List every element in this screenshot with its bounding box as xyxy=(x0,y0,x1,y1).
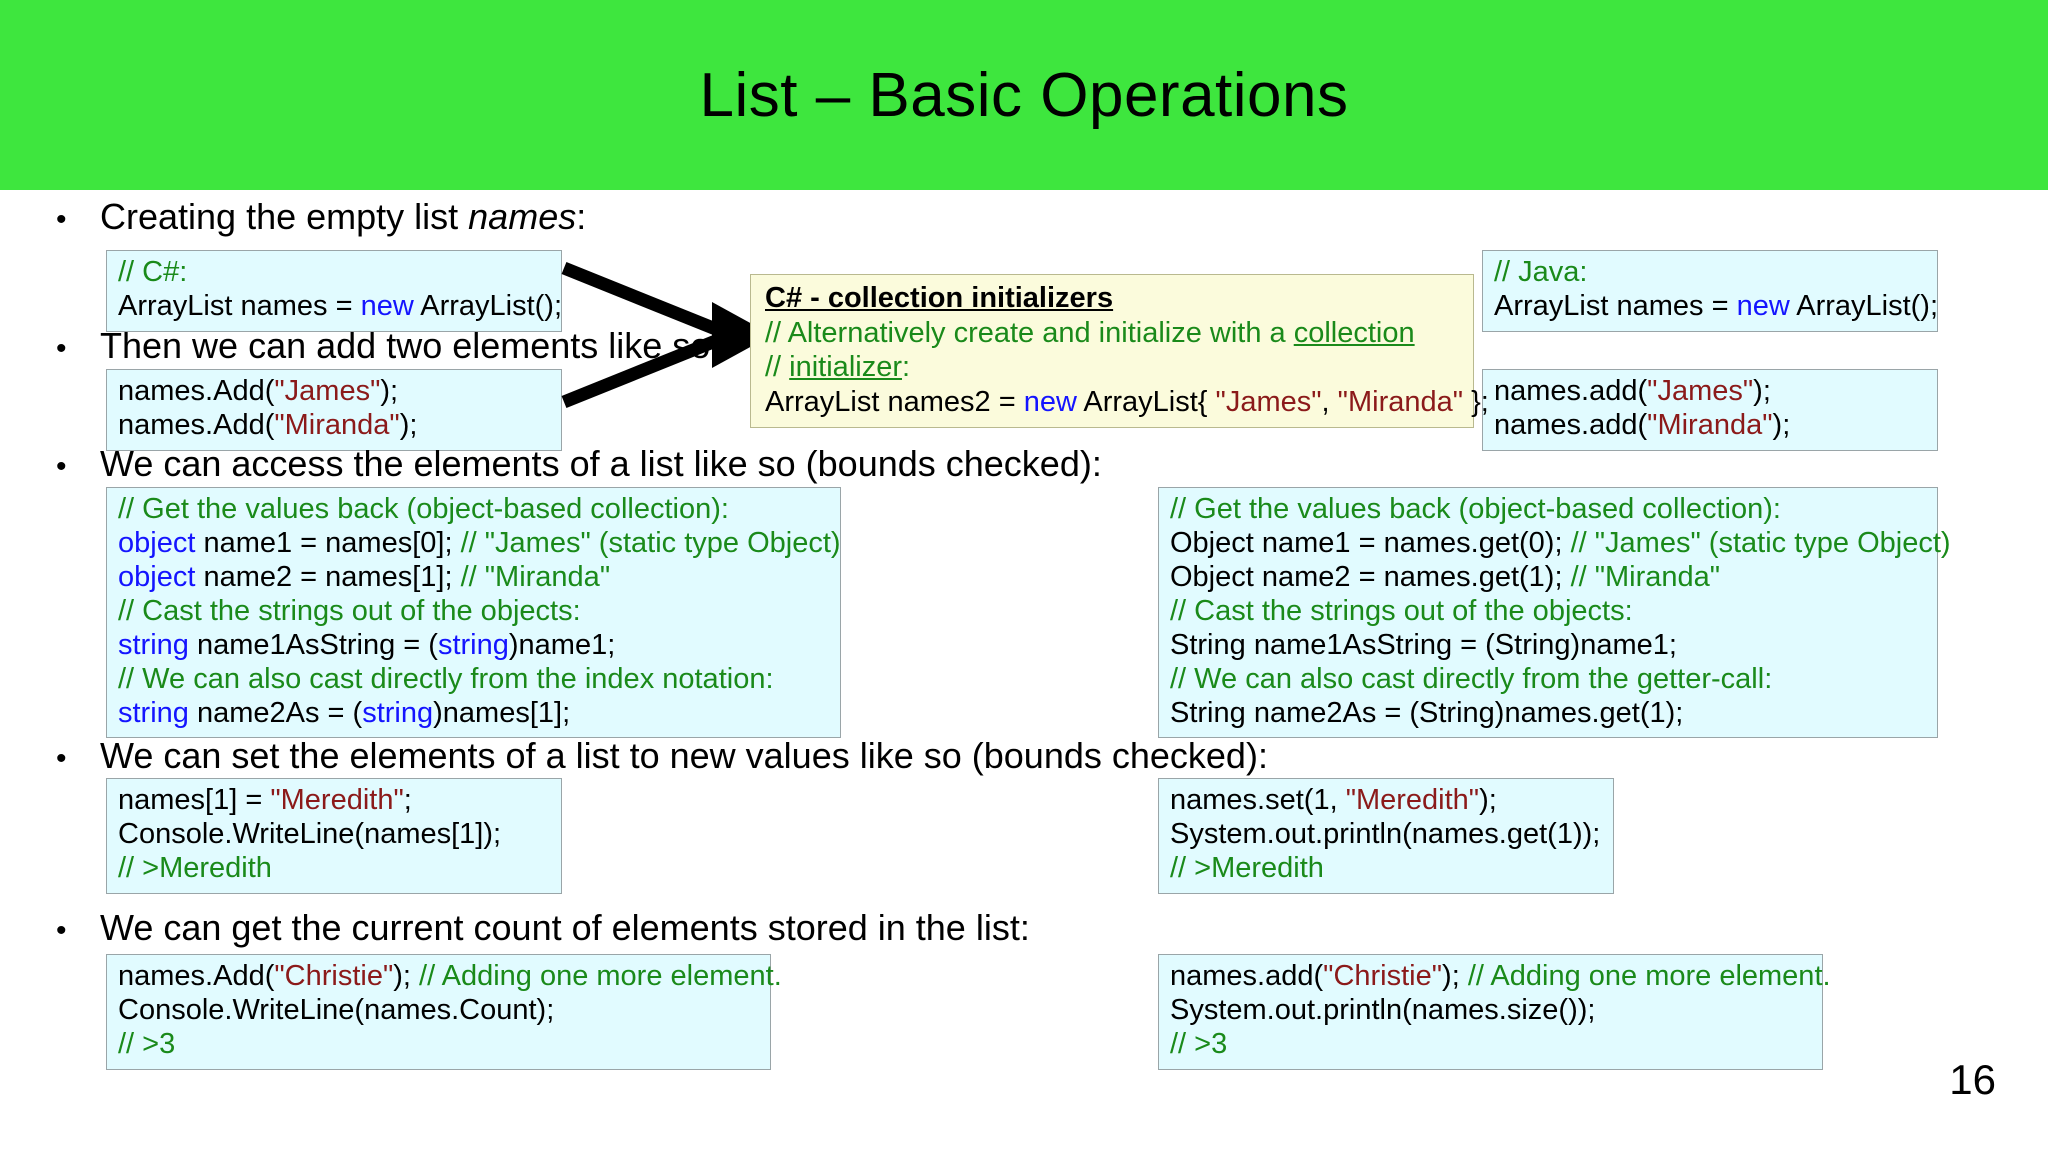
code-java-add-elements: names.add("James"); names.add("Miranda")… xyxy=(1482,369,1938,451)
code-line: names.set(1, "Meredith"); xyxy=(1170,784,1497,816)
code-csharp-access-elements: // Get the values back (object-based col… xyxy=(106,487,841,739)
code-line: names.add("Christie"); // Adding one mor… xyxy=(1170,960,1831,992)
code-line: // Get the values back (object-based col… xyxy=(118,493,729,525)
code-line: names.add("Miranda"); xyxy=(1494,408,1791,441)
code-line: // >3 xyxy=(1170,1027,1228,1060)
code-java-count-elements: names.add("Christie"); // Adding one mor… xyxy=(1158,954,1831,1070)
bullet-4-text: We can set the elements of a list to new… xyxy=(100,735,1268,776)
code-line: // initializer: xyxy=(765,351,911,383)
code-line: // Cast the strings out of the objects: xyxy=(118,594,581,627)
code-java-create-list: // Java: ArrayList names = new ArrayList… xyxy=(1482,250,1938,332)
code-line: // We can also cast directly from the ge… xyxy=(1170,662,1773,695)
code-line: // >Meredith xyxy=(1170,851,1324,884)
bullet-1-post: : xyxy=(576,196,587,237)
bullet-set-elements: • We can set the elements of a list to n… xyxy=(56,735,1268,777)
code-line: // >3 xyxy=(118,1027,176,1060)
title-banner xyxy=(0,0,2048,190)
code-line: ArrayList names = new ArrayList(); xyxy=(1494,289,1939,322)
spellcheck-underline-collection: collection xyxy=(1293,316,1415,349)
bullet-dot-icon: • xyxy=(56,914,67,947)
bullet-add-two-elements: • Then we can add two elements like so: xyxy=(56,325,720,367)
bullet-dot-icon: • xyxy=(56,742,67,775)
code-line: object name1 = names[0]; // "James" (sta… xyxy=(118,526,841,559)
code-csharp-set-element: names[1] = "Meredith"; Console.WriteLine… xyxy=(106,778,562,894)
code-line: Object name2 = names.get(1); // "Miranda… xyxy=(1170,560,1721,593)
code-line: names[1] = "Meredith"; xyxy=(118,784,412,816)
code-line: String name1AsString = (String)name1; xyxy=(1170,628,1677,661)
code-line: // Get the values back (object-based col… xyxy=(1170,493,1781,525)
code-line: names.Add("Christie"); // Adding one mor… xyxy=(118,960,782,992)
bullet-dot-icon: • xyxy=(56,332,67,365)
page-title: List – Basic Operations xyxy=(699,60,1349,130)
code-csharp-create-list: // C#: ArrayList names = new ArrayList()… xyxy=(106,250,562,332)
page-number: 16 xyxy=(1949,1056,1996,1103)
bullet-dot-icon: • xyxy=(56,450,67,483)
code-line: // Cast the strings out of the objects: xyxy=(1170,594,1633,627)
bullet-3-text: We can access the elements of a list lik… xyxy=(100,443,1102,484)
code-line: // >Meredith xyxy=(118,851,272,884)
bullet-1-text: Creating the empty list names: xyxy=(100,196,586,238)
code-line: System.out.println(names.size()); xyxy=(1170,993,1596,1026)
code-line: ArrayList names2 = new ArrayList{ "James… xyxy=(765,385,1489,418)
code-csharp-add-elements: names.Add("James"); names.Add("Miranda")… xyxy=(106,369,562,451)
code-line: System.out.println(names.get(1)); xyxy=(1170,817,1601,850)
bullet-1-pre: Creating the empty list xyxy=(100,196,469,237)
code-line: // We can also cast directly from the in… xyxy=(118,662,774,695)
bullet-access-elements: • We can access the elements of a list l… xyxy=(56,443,1102,485)
bullet-creating-empty-list: • Creating the empty list names: xyxy=(56,196,586,238)
bullet-1-emphasis: names xyxy=(468,196,577,237)
code-line: // Java: xyxy=(1494,256,1588,288)
bullet-2-text: Then we can add two elements like so: xyxy=(100,325,721,366)
code-line: object name2 = names[1]; // "Miranda" xyxy=(118,560,611,593)
callout-collection-initializers: C# - collection initializers // Alternat… xyxy=(750,274,1489,428)
code-line: String name2As = (String)names.get(1); xyxy=(1170,696,1684,729)
bullet-5-text: We can get the current count of elements… xyxy=(100,907,1030,948)
code-line: Console.WriteLine(names[1]); xyxy=(118,817,502,850)
code-line: Console.WriteLine(names.Count); xyxy=(118,993,555,1026)
spellcheck-underline-initializer: initializer xyxy=(789,351,902,383)
code-csharp-count-elements: names.Add("Christie"); // Adding one mor… xyxy=(106,954,782,1070)
code-line: Object name1 = names.get(0); // "James" … xyxy=(1170,526,1951,559)
bullet-get-count: • We can get the current count of elemen… xyxy=(56,907,1030,949)
bullet-dot-icon: • xyxy=(56,203,67,236)
code-java-access-elements: // Get the values back (object-based col… xyxy=(1158,487,1951,739)
code-line: string name2As = (string)names[1]; xyxy=(118,696,571,729)
callout-header: C# - collection initializers xyxy=(765,282,1114,314)
code-line: names.Add("James"); xyxy=(118,375,399,407)
code-line: // Alternatively create and initialize w… xyxy=(765,316,1415,349)
code-java-set-element: names.set(1, "Meredith"); System.out.pri… xyxy=(1158,778,1614,894)
code-line: string name1AsString = (string)name1; xyxy=(118,628,616,661)
code-line: // C#: xyxy=(118,256,188,288)
code-line: ArrayList names = new ArrayList(); xyxy=(118,289,563,322)
code-line: names.add("James"); xyxy=(1494,375,1771,407)
code-line: names.Add("Miranda"); xyxy=(118,408,418,441)
